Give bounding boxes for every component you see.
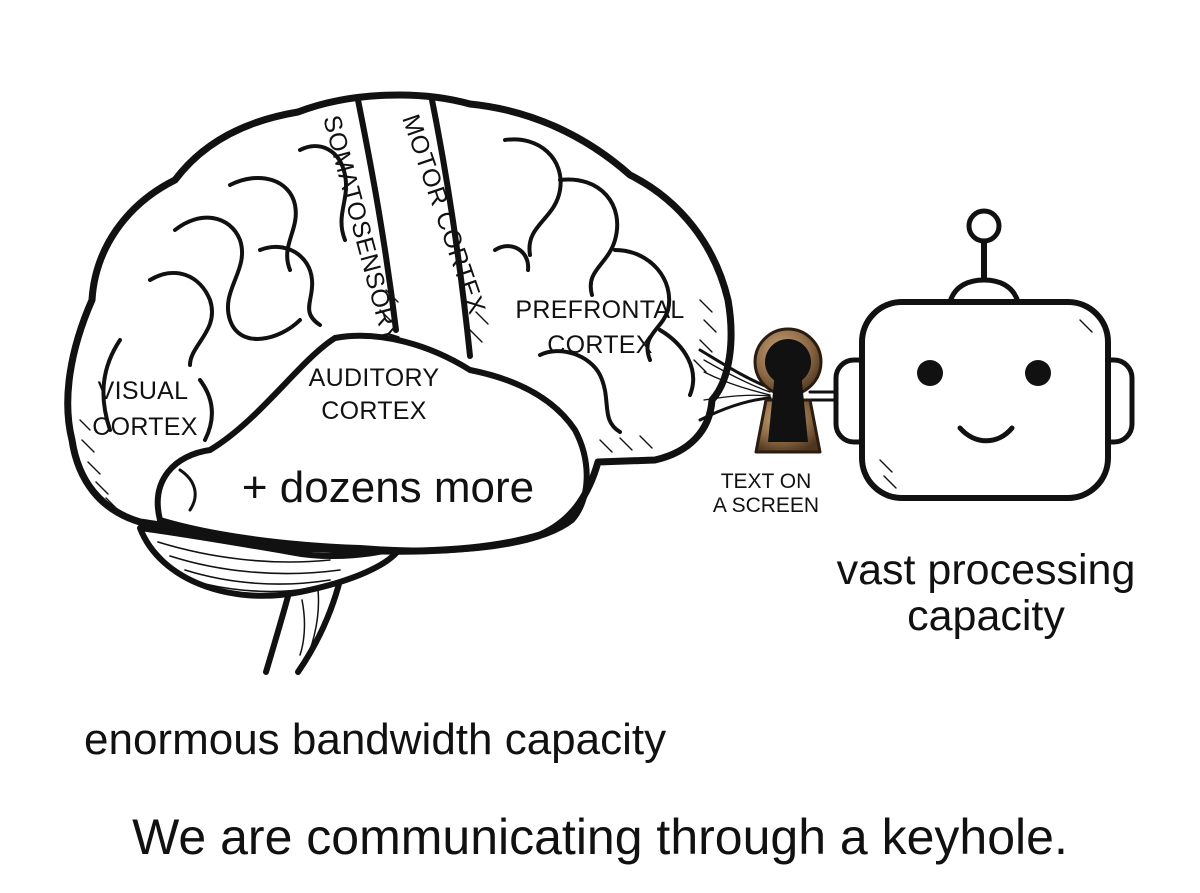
brain-drawing [64,91,735,675]
keyhole-caption-line2: A SCREEN [712,493,820,517]
robot-smile [957,425,1015,444]
brain-caption: enormous bandwidth capacity [84,715,667,764]
keyhole-icon [753,327,823,454]
robot-caption-line2: capacity [907,591,1065,640]
label-auditory-line1: AUDITORY [309,364,440,392]
keyhole-caption-line1: TEXT ON [720,470,812,493]
robot-caption: vast processing capacity [818,546,1154,640]
robot-antenna-ball [966,208,1002,244]
robot-left-eye [917,360,943,386]
keyhole-caption: TEXT ON A SCREEN [712,470,820,517]
robot-caption-line1: vast processing [836,546,1136,594]
label-dozens-more: + dozens more [242,463,534,512]
label-prefrontal-line2: CORTEX [547,331,653,359]
label-auditory-line2: CORTEX [321,397,427,425]
robot-drawing [833,208,1135,501]
headline: We are communicating through a keyhole. [132,809,1068,865]
robot-head [859,299,1111,501]
label-visual-line2: CORTEX [92,413,198,441]
label-prefrontal-line1: PREFRONTAL [515,296,684,324]
robot-right-eye [1025,360,1051,386]
label-visual-line1: VISUAL [98,377,189,405]
temporal-lobe [154,332,590,554]
